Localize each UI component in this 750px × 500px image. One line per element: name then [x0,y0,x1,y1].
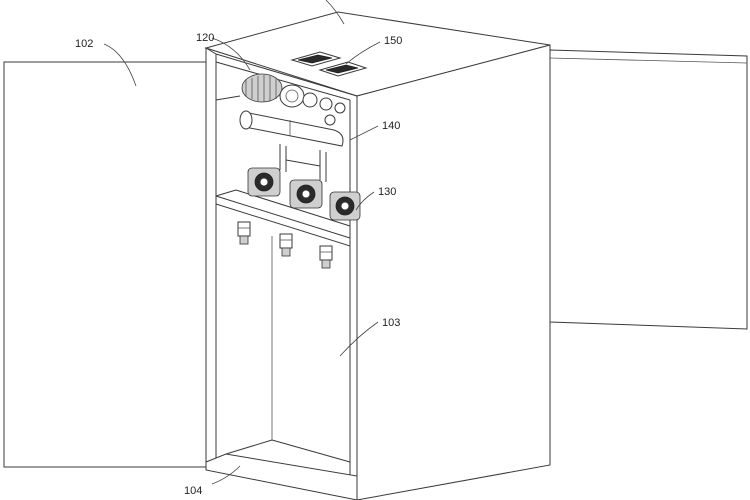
label-104: 104 [184,485,202,497]
filter-3 [319,245,333,269]
filter-1 [237,221,251,245]
label-150: 150 [384,35,402,47]
filter-row [237,221,333,269]
pump-2 [289,179,323,209]
reference-labels: 102 120 150 140 130 103 104 [75,32,402,497]
label-103: 103 [382,317,400,329]
cabinet-body [204,11,551,500]
left-door [3,61,207,468]
label-120: 120 [196,32,214,44]
pump-3 [329,191,361,221]
motor-assembly [241,73,346,114]
label-102: 102 [75,38,93,50]
label-130: 130 [378,186,396,198]
pump-row [247,144,361,221]
leader-lines [103,0,381,485]
pump-1 [247,167,281,197]
right-door [549,49,748,330]
label-140: 140 [382,120,400,132]
filter-2 [279,233,293,257]
control-panel [290,51,368,77]
tank [239,110,344,147]
